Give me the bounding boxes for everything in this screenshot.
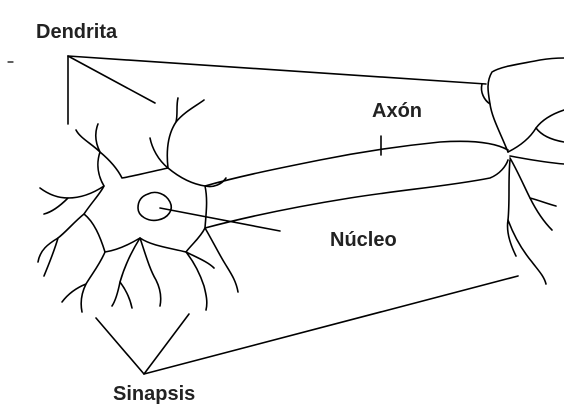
label-nucleo: Núcleo — [330, 229, 397, 251]
label-sinapsis: Sinapsis — [113, 383, 195, 405]
dendrita-pointer-lines — [68, 56, 486, 124]
axon — [205, 141, 508, 228]
axon-terminals — [481, 58, 564, 284]
nucleus — [138, 192, 171, 220]
label-dendrita: Dendrita — [36, 21, 118, 43]
cell-body — [84, 152, 207, 252]
nucleo-pointer-line — [160, 208, 280, 231]
label-axon: Axón — [372, 100, 422, 122]
